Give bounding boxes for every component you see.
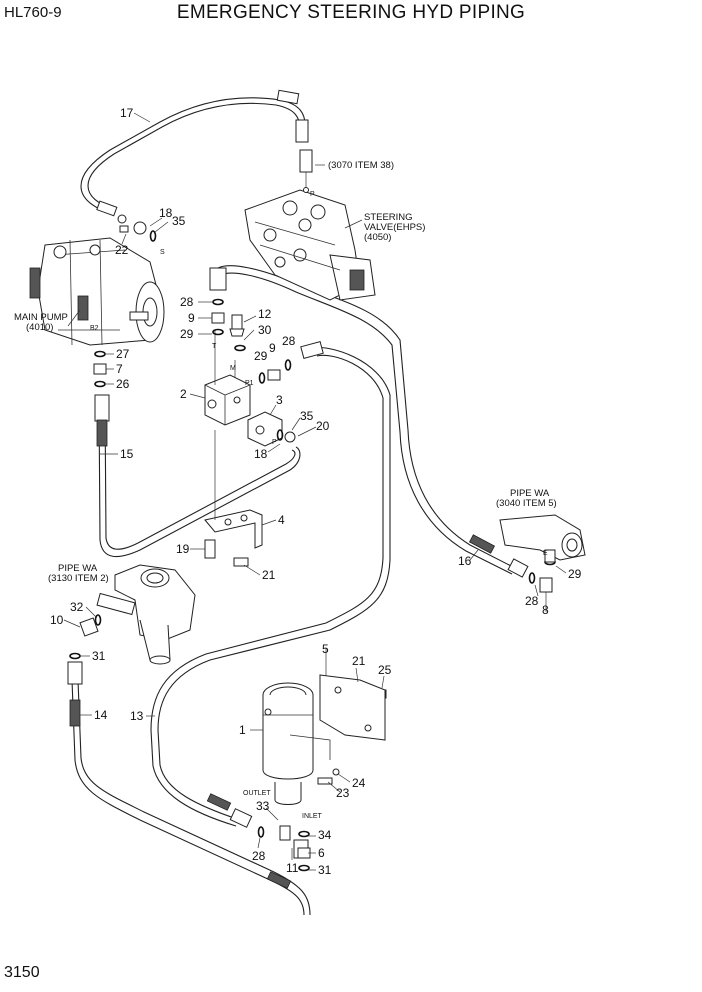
block-3 [247, 411, 283, 447]
callout-34: 34 [318, 828, 332, 842]
hose-16 [209, 265, 529, 578]
bracket-4 [204, 430, 263, 549]
callout-16: 16 [458, 554, 472, 568]
pipe-wa-right-label-2: (3040 ITEM 5) [496, 498, 557, 509]
callout-3: 3 [276, 393, 283, 407]
callout-4: 4 [278, 513, 285, 527]
main-pump-label-2: (4010) [26, 322, 53, 333]
port-p1: P1 [245, 380, 254, 387]
callout-28: 28 [180, 295, 194, 309]
port-outlet: OUTLET [243, 790, 271, 797]
port-s: S [160, 249, 165, 256]
port-t: T [212, 343, 217, 350]
callout-15: 15 [120, 447, 134, 461]
pipe-wa-left-label-2: (3130 ITEM 2) [48, 573, 109, 584]
steering-valve-label-1: STEERING [364, 212, 413, 223]
callout-26: 26 [116, 377, 130, 391]
leader-lines [63, 112, 567, 871]
page-title: EMERGENCY STEERING HYD PIPING [176, 2, 526, 23]
callout-20: 20 [316, 419, 330, 433]
steering-valve [244, 149, 376, 301]
callout-numbers: 17 18 35 22 28 9 29 12 30 9 28 29 27 7 2… [50, 106, 582, 877]
block-2 [204, 330, 251, 426]
callout-28b: 28 [282, 334, 296, 348]
callout-31: 31 [92, 649, 106, 663]
callout-9: 9 [188, 311, 195, 325]
callout-17: 17 [120, 106, 134, 120]
hose-17 [80, 89, 309, 224]
pipe-wa-left-label-1: PIPE WA [58, 563, 98, 574]
callout-18b: 18 [254, 447, 268, 461]
main-pump-label-1: MAIN PUMP [14, 312, 68, 323]
port-m: M [230, 365, 236, 372]
callout-14: 14 [94, 708, 108, 722]
hose-13 [150, 341, 391, 828]
callout-18: 18 [159, 206, 173, 220]
port-marks: P S B2 T M P1 P E OUTLET INLET [90, 191, 548, 820]
callout-30: 30 [258, 323, 272, 337]
ref-3070-item-38: (3070 ITEM 38) [328, 160, 394, 171]
callout-2: 2 [180, 387, 187, 401]
callout-21: 21 [262, 568, 276, 582]
callout-19: 19 [176, 542, 190, 556]
hose-14 [67, 661, 311, 916]
port-e: E [543, 550, 548, 557]
emergency-pump-1 [262, 674, 386, 805]
port-p-top: P [310, 191, 315, 198]
callout-32: 32 [70, 600, 84, 614]
hose-15 [94, 394, 301, 558]
callout-21b: 21 [352, 654, 366, 668]
page-number: 3150 [4, 964, 40, 981]
pressure-switch-12 [229, 314, 245, 337]
reference-labels: (3070 ITEM 38) STEERING VALVE(EHPS) (405… [14, 160, 557, 584]
model-number: HL760-9 [4, 4, 62, 21]
callout-7: 7 [116, 362, 123, 376]
port-p: P [272, 439, 277, 446]
callout-13: 13 [130, 709, 144, 723]
callout-11: 11 [286, 861, 299, 875]
callout-35: 35 [172, 214, 186, 228]
callout-6: 6 [318, 846, 325, 860]
callout-9b: 9 [269, 341, 276, 355]
steering-valve-label-3: (4050) [364, 232, 391, 243]
callout-35b: 35 [300, 409, 314, 423]
callout-29: 29 [180, 327, 194, 341]
callout-23: 23 [336, 786, 350, 800]
callout-31b: 31 [318, 863, 332, 877]
port-b2: B2 [90, 325, 99, 332]
callout-25: 25 [378, 663, 392, 677]
callout-8: 8 [542, 603, 549, 617]
callout-33: 33 [256, 799, 270, 813]
callout-10: 10 [50, 613, 64, 627]
pipe-wa-left [96, 564, 196, 665]
main-pump [29, 237, 165, 346]
callout-1: 1 [239, 723, 246, 737]
port-inlet: INLET [302, 813, 323, 820]
callout-29c: 29 [568, 567, 582, 581]
callout-5: 5 [322, 642, 329, 656]
callout-22: 22 [115, 243, 129, 257]
callout-28d: 28 [252, 849, 266, 863]
steering-valve-label-2: VALVE(EHPS) [364, 222, 425, 233]
callout-29b: 29 [254, 349, 268, 363]
callout-24: 24 [352, 776, 366, 790]
callout-12: 12 [258, 307, 272, 321]
callout-27: 27 [116, 347, 130, 361]
pipe-wa-right [499, 514, 586, 563]
pipe-wa-right-label-1: PIPE WA [510, 488, 550, 499]
callout-28c: 28 [525, 594, 539, 608]
